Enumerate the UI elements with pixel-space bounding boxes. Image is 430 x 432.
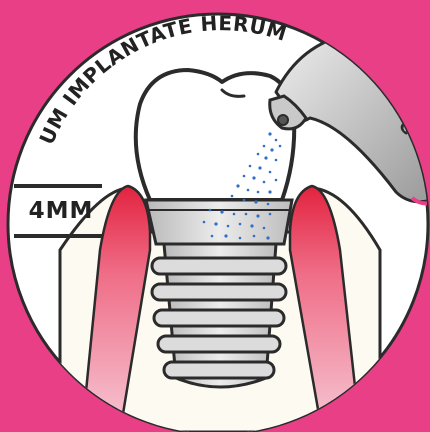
spray-dot <box>243 199 246 202</box>
nozzle-tip <box>278 115 288 125</box>
spray-dot <box>233 213 236 216</box>
spray-dot <box>264 156 267 159</box>
measurement-label: 4MM <box>20 198 102 224</box>
spray-dot <box>243 175 246 178</box>
spray-dot <box>214 222 217 225</box>
spray-dot <box>263 227 266 230</box>
spray-dot <box>263 145 266 148</box>
spray-dot <box>250 224 253 227</box>
spray-dot <box>224 234 227 237</box>
spray-dot <box>269 213 272 216</box>
spray-dot <box>211 235 214 238</box>
spray-dot <box>254 200 257 203</box>
spray-dot <box>279 145 282 148</box>
spray-dot <box>203 221 206 224</box>
spray-dot <box>266 236 269 239</box>
spray-dot <box>239 223 242 226</box>
spray-dot <box>236 184 239 187</box>
spray-dot <box>252 176 255 179</box>
spray-dot <box>257 191 260 194</box>
spray-dot <box>268 190 271 193</box>
spray-dot <box>275 139 278 142</box>
implant-abutment <box>146 200 292 244</box>
spray-dot <box>269 171 272 174</box>
spray-dot <box>256 214 259 217</box>
spray-dot <box>239 237 242 240</box>
spray-dot <box>270 148 273 151</box>
spray-dot <box>275 179 278 182</box>
spray-dot <box>220 210 223 213</box>
spray-dot <box>245 213 248 216</box>
spray-dot <box>268 132 271 135</box>
spray-dot <box>227 225 230 228</box>
spray-dot <box>249 165 252 168</box>
spray-dot <box>267 203 270 206</box>
spray-dot <box>257 153 260 156</box>
spray-dot <box>258 166 261 169</box>
spray-dot <box>263 181 266 184</box>
spray-dot <box>253 235 256 238</box>
spray-dot <box>209 209 212 212</box>
spray-dot <box>275 159 278 162</box>
spray-dot <box>231 195 234 198</box>
spray-dot <box>247 189 250 192</box>
